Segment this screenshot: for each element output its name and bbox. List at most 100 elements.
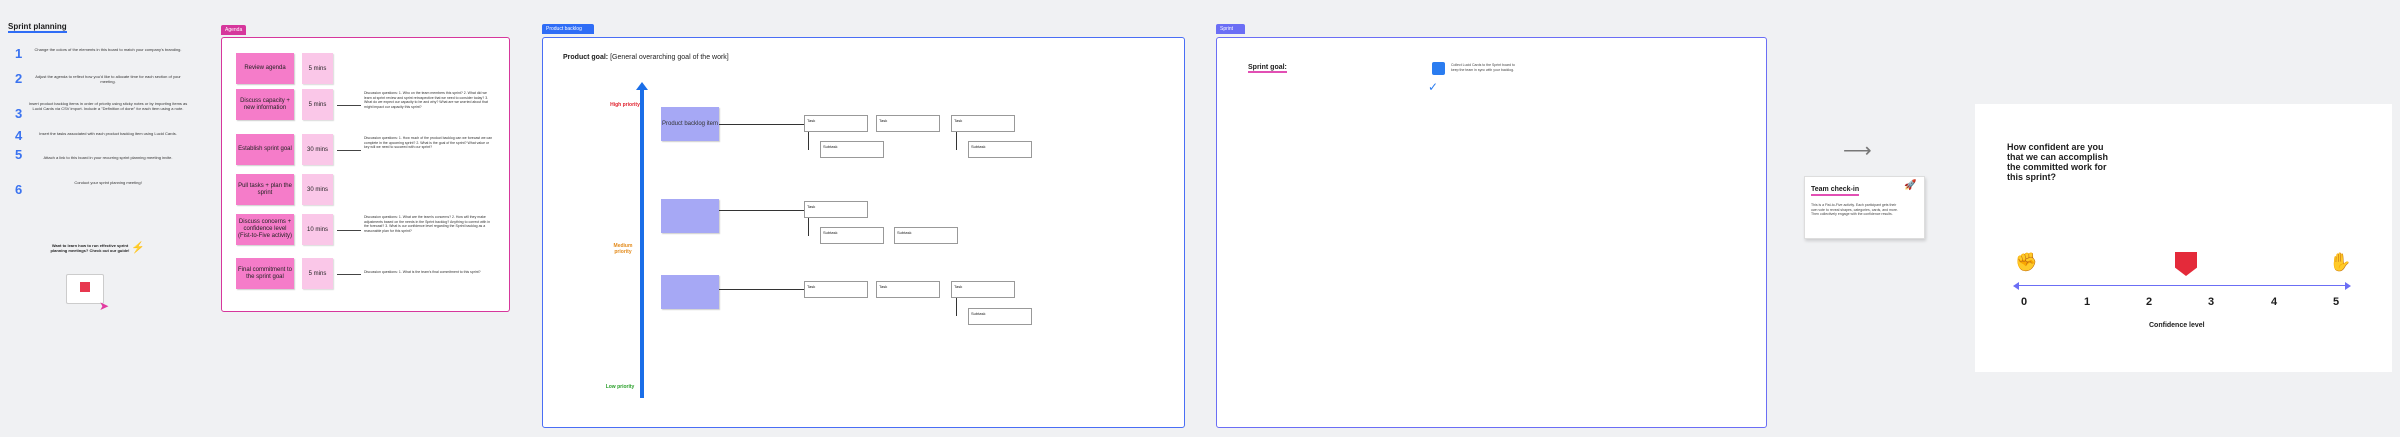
scale-label: 0 <box>2021 296 2028 308</box>
priority-axis-arrowhead <box>636 82 648 90</box>
task-card[interactable]: Task <box>804 115 868 132</box>
agenda-row: Review agenda 5 mins <box>236 53 516 84</box>
scale-label: 3 <box>2208 296 2215 308</box>
connector <box>808 218 809 236</box>
fist-icon: ✊ <box>2015 252 2038 272</box>
task-card[interactable]: Task <box>804 281 868 298</box>
task-card[interactable]: Task <box>876 115 940 132</box>
subtask-card[interactable]: Subtask <box>894 227 958 244</box>
agenda-note: Discussion questions: 1. What is the tea… <box>364 270 481 274</box>
board-title: Sprint planning <box>8 22 67 33</box>
lucid-card-icon <box>1432 62 1445 75</box>
curved-arrow-icon: ⟶ <box>1843 140 1872 162</box>
connector <box>808 132 809 150</box>
agenda-note: Discussion questions: 1. Who on the team… <box>364 91 489 109</box>
confidence-panel <box>1975 104 2392 372</box>
sprint-goal-label: Sprint goal: <box>1248 64 1287 73</box>
rocket-icon: 🚀 <box>1904 180 1917 191</box>
team-checkin-card[interactable] <box>1804 176 1925 239</box>
checkin-title: Team check-in <box>1811 186 1860 196</box>
scale-label: 2 <box>2146 296 2153 308</box>
subtask-card[interactable]: Subtask <box>968 141 1032 158</box>
step-number: 3 <box>15 106 23 121</box>
confidence-scale-line <box>2016 285 2346 286</box>
confidence-axis-label: Confidence level <box>2149 322 2205 329</box>
confidence-marker[interactable] <box>2175 252 2197 276</box>
connector <box>719 124 809 125</box>
checkin-text: This is a Fist-to-Five activity. Each pa… <box>1811 203 1898 216</box>
step-text: Conduct your sprint planning meeting! <box>74 180 142 185</box>
step-text: Insert product backlog items in order of… <box>28 101 188 111</box>
connector <box>956 132 957 150</box>
scale-label: 1 <box>2084 296 2091 308</box>
agenda-item-sticky[interactable]: Discuss capacity + new information <box>236 89 294 120</box>
connector <box>719 210 809 211</box>
task-card[interactable]: Task <box>876 281 940 298</box>
spark-icon: ⚡ <box>131 242 145 254</box>
medium-priority-label: Medium priority <box>613 243 633 255</box>
agenda-row: Discuss concerns + confidence level (Fis… <box>236 214 516 245</box>
step-number: 1 <box>15 46 23 61</box>
backlog-frame <box>542 37 1185 428</box>
agenda-item-sticky[interactable]: Establish sprint goal <box>236 134 294 165</box>
confidence-question: How confident are you that we can accomp… <box>2007 142 2109 182</box>
agenda-connector <box>337 104 361 106</box>
scale-arrow-right <box>2345 282 2351 290</box>
agenda-connector <box>337 229 361 231</box>
agenda-item-sticky[interactable]: Review agenda <box>236 53 294 84</box>
agenda-duration-sticky[interactable]: 5 mins <box>302 258 333 289</box>
agenda-duration-sticky[interactable]: 30 mins <box>302 174 333 205</box>
agenda-connector <box>337 273 361 275</box>
agenda-row: Establish sprint goal 30 mins Discussion… <box>236 134 516 165</box>
task-card[interactable]: Task <box>951 115 1015 132</box>
agenda-item-sticky[interactable]: Discuss concerns + confidence level (Fis… <box>236 214 294 245</box>
sprint-note: Collect Lucid Cards to the Sprint board … <box>1451 63 1516 72</box>
product-goal: Product goal: [General overarching goal … <box>563 54 729 61</box>
subtask-card[interactable]: Subtask <box>968 308 1032 325</box>
guide-thumbnail[interactable] <box>66 274 104 304</box>
scale-label: 4 <box>2271 296 2278 308</box>
agenda-duration-sticky[interactable]: 5 mins <box>302 53 333 84</box>
step-text: Adjust the agenda to reflect how you'd l… <box>35 74 181 84</box>
step-number: 5 <box>15 147 23 162</box>
product-goal-text: [General overarching goal of the work] <box>610 54 729 61</box>
agenda-duration-sticky[interactable]: 10 mins <box>302 214 333 245</box>
step-text: Attach a link to this board in your recu… <box>43 155 173 160</box>
step-text: Insert the tasks associated with each pr… <box>39 131 177 136</box>
step-number: 4 <box>15 128 23 143</box>
checkmark-icon: ✓ <box>1428 80 1439 94</box>
low-priority-label: Low priority <box>605 384 635 390</box>
open-hand-icon: ✋ <box>2329 252 2352 272</box>
sprint-frame <box>1216 37 1767 428</box>
agenda-item-sticky[interactable]: Pull tasks + plan the sprint <box>236 174 294 205</box>
scale-label: 5 <box>2333 296 2340 308</box>
priority-axis <box>640 88 644 398</box>
backlog-item-card[interactable] <box>661 199 719 233</box>
task-card[interactable]: Task <box>804 201 868 218</box>
subtask-card[interactable]: Subtask <box>820 227 884 244</box>
backlog-item-card[interactable]: Product backlog item <box>661 107 719 141</box>
backlog-frame-tag: Product backlog <box>542 24 594 34</box>
product-goal-label: Product goal: <box>563 54 609 61</box>
agenda-frame-tag: Agenda <box>221 25 247 35</box>
backlog-item-card[interactable] <box>661 275 719 309</box>
scale-arrow-left <box>2013 282 2019 290</box>
connector <box>956 298 957 316</box>
step-text: Change the colors of the elements in thi… <box>34 47 182 52</box>
sprint-frame-tag: Sprint <box>1216 24 1246 34</box>
connector <box>719 289 809 290</box>
agenda-item-sticky[interactable]: Final commitment to the sprint goal <box>236 258 294 289</box>
agenda-note: Discussion questions: 1. What are the te… <box>364 215 491 233</box>
agenda-connector <box>337 149 361 151</box>
agenda-row: Final commitment to the sprint goal 5 mi… <box>236 258 516 289</box>
task-card[interactable]: Task <box>951 281 1015 298</box>
learn-more-text: Want to learn how to run effective sprin… <box>50 243 130 253</box>
agenda-duration-sticky[interactable]: 30 mins <box>302 134 333 165</box>
step-number: 2 <box>15 71 23 86</box>
agenda-duration-sticky[interactable]: 5 mins <box>302 89 333 120</box>
cursor-icon: ➤ <box>99 299 110 313</box>
subtask-card[interactable]: Subtask <box>820 141 884 158</box>
agenda-row: Pull tasks + plan the sprint 30 mins <box>236 174 516 205</box>
high-priority-label: High priority <box>610 102 640 108</box>
step-number: 6 <box>15 182 23 197</box>
